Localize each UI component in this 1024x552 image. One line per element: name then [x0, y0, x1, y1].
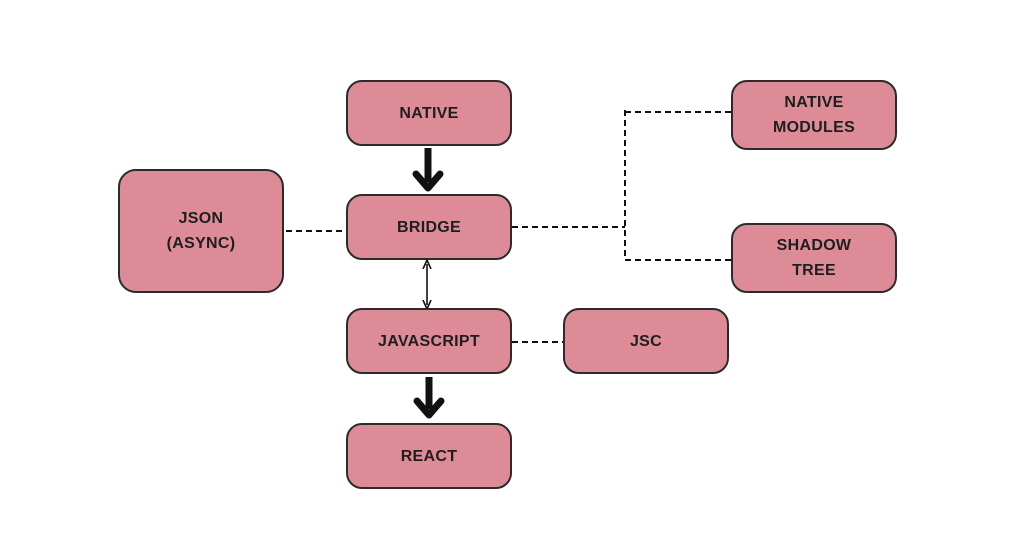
arrow-javascript-to-react — [413, 377, 445, 419]
native-node: NATIVE — [346, 80, 512, 146]
bridge-label: BRIDGE — [396, 218, 462, 236]
json-async-label: JSON (ASYNC) — [166, 210, 236, 252]
react-label: REACT — [400, 447, 458, 465]
jsc-label: JSC — [629, 332, 663, 350]
bridge-node: BRIDGE — [346, 194, 512, 260]
native-modules-node: NATIVE MODULES — [731, 80, 897, 150]
native-label: NATIVE — [399, 104, 459, 122]
react-node: REACT — [346, 423, 512, 489]
javascript-node: JAVASCRIPT — [346, 308, 512, 374]
native-modules-label: NATIVE MODULES — [772, 94, 856, 136]
jsc-node: JSC — [563, 308, 729, 374]
javascript-label: JAVASCRIPT — [378, 332, 480, 350]
shadow-tree-label: SHADOW TREE — [776, 237, 852, 279]
json-async-node: JSON (ASYNC) — [118, 169, 284, 293]
shadow-tree-node: SHADOW TREE — [731, 223, 897, 293]
arrow-native-to-bridge — [412, 148, 444, 192]
